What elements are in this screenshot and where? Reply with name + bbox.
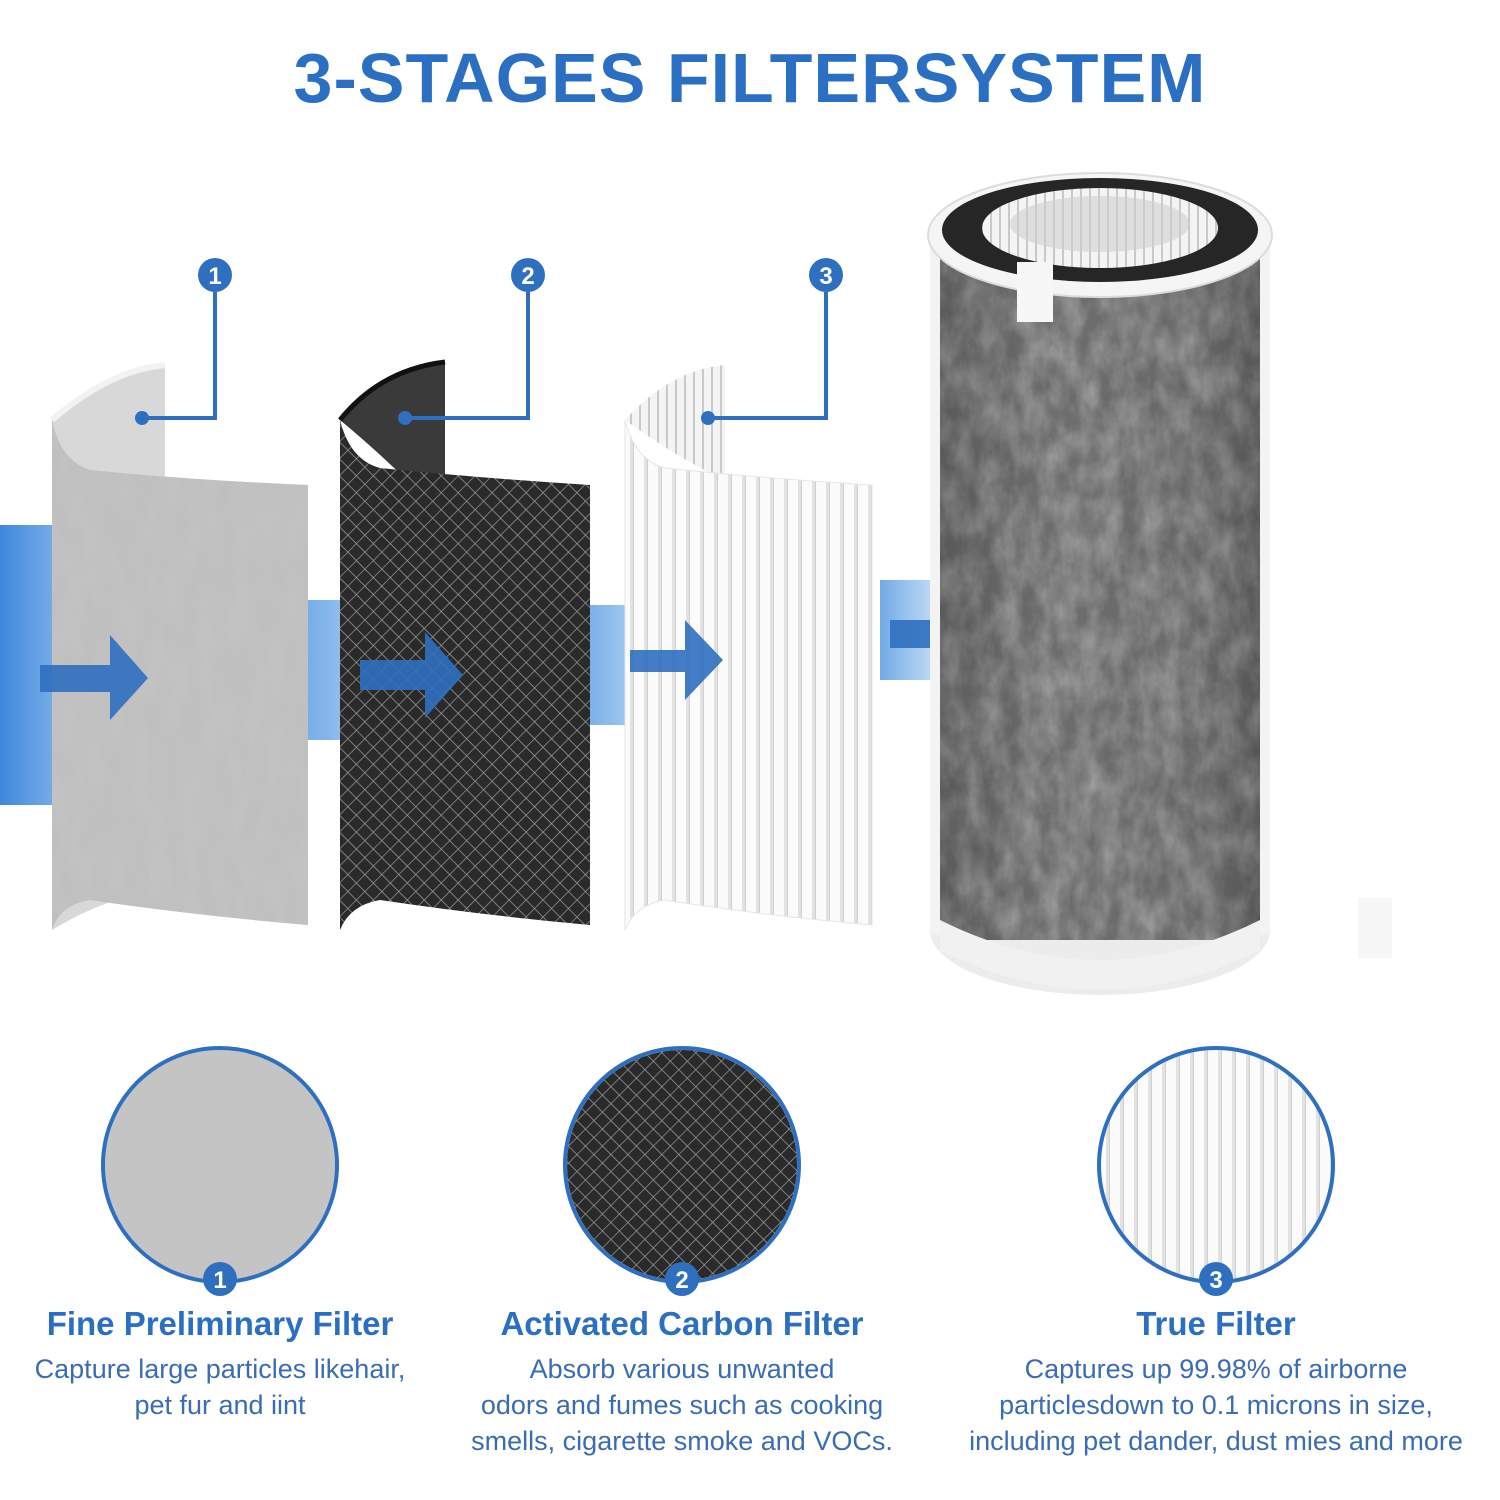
closeup-circle-1: [101, 1046, 339, 1284]
filter-cartridge: [927, 172, 1392, 995]
stage-markers-top: 1 2 3: [198, 258, 843, 292]
stage-desc-2: Absorb various unwanted odors and fumes …: [471, 1354, 893, 1456]
stage-marker-2: 2: [521, 263, 534, 290]
stage-number-1: 1: [213, 1267, 226, 1294]
stage-2-panel: [338, 359, 590, 930]
stage-3-panel: [624, 365, 873, 931]
stage-card-3: True Filter Captures up 99.98% of airbor…: [940, 1305, 1492, 1459]
flow-arrow-icon: [360, 632, 463, 718]
stage-desc-3: Captures up 99.98% of airborne particles…: [969, 1354, 1463, 1456]
stage-number-2: 2: [675, 1267, 688, 1294]
stage-title-1: Fine Preliminary Filter: [46, 1305, 394, 1342]
closeup-circle-3: [1097, 1046, 1335, 1284]
stage-marker-3: 3: [819, 263, 832, 290]
marker-leader-lines: [142, 292, 828, 420]
stage-marker-1: 1: [208, 263, 221, 290]
flow-arrow-icon: [630, 620, 723, 700]
flow-arrow-icon: [40, 635, 148, 720]
stage-card-2: Activated Carbon Filter Absorb various u…: [462, 1305, 902, 1459]
stage-1-panel: [50, 362, 308, 930]
stage-title-3: True Filter: [1136, 1305, 1296, 1342]
page-title: 3-STAGES FILTERSYSTEM: [293, 39, 1207, 117]
stage-number-3: 3: [1209, 1267, 1222, 1294]
closeup-circle-2: [563, 1046, 801, 1284]
stage-desc-1: Capture large particles likehair, pet fu…: [34, 1354, 406, 1420]
stage-markers-bottom: 1 2 3: [203, 1262, 1233, 1296]
stage-title-2: Activated Carbon Filter: [500, 1305, 864, 1342]
stage-card-1: Fine Preliminary Filter Capture large pa…: [20, 1305, 420, 1423]
